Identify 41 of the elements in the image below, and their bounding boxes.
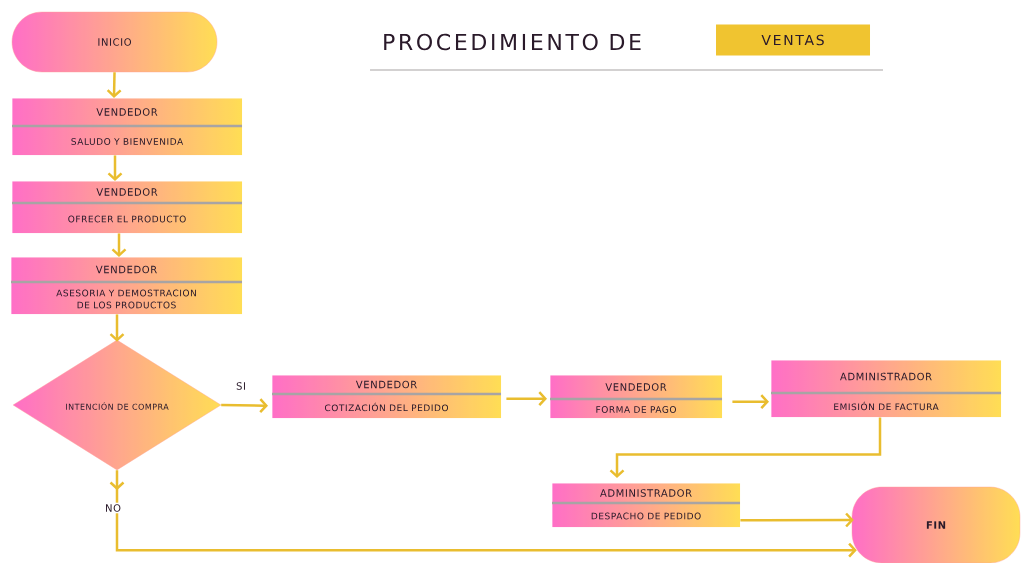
step-text: SALUDO Y BIENVENIDA — [71, 138, 184, 145]
arrow — [106, 72, 122, 98]
arrow — [107, 155, 123, 181]
role-heading: ADMINISTRADOR — [600, 489, 692, 497]
title: PROCEDIMIENTO DE — [384, 33, 641, 51]
process-box — [12, 188, 242, 223]
step-text: FORMA DE PAGO — [596, 406, 676, 413]
decision-label: INTENCIÓN DE COMPRA — [66, 402, 169, 410]
role-heading: VENDEDOR — [96, 188, 158, 196]
role-heading: VENDEDOR — [95, 265, 157, 274]
arrow — [732, 394, 769, 410]
role-heading: VENDEDOR — [605, 383, 667, 391]
role-heading: VENDEDOR — [96, 108, 158, 116]
terminal-label: FIN — [926, 521, 946, 529]
step-text: EMISIÓN DE FACTURA — [834, 401, 939, 411]
process-box — [12, 108, 242, 145]
step-text: COTIZACIÓN DEL PEDIDO — [324, 402, 449, 412]
step-text: DESPACHO DE PEDIDO — [591, 512, 701, 520]
role-heading: VENDEDOR — [355, 380, 417, 389]
arrow — [506, 391, 547, 407]
arrow — [609, 417, 882, 478]
process-box — [11, 265, 242, 309]
arrow — [111, 233, 127, 257]
role-heading: ADMINISTRADOR — [840, 372, 932, 381]
edge-label: SI — [234, 380, 248, 392]
arrow — [221, 398, 268, 413]
arrow — [109, 470, 857, 558]
title-highlight: VENTAS — [716, 24, 870, 56]
terminal-shape — [851, 486, 1021, 563]
step-text: ASESORIA Y DEMOSTRACION DE LOS PRODUCTOS — [56, 289, 196, 309]
arrow — [740, 512, 854, 528]
terminal-shape — [11, 11, 218, 73]
edge-label: NO — [103, 502, 123, 514]
process-box — [552, 489, 740, 520]
process-box — [272, 380, 501, 412]
arrow — [109, 314, 125, 342]
decision-diamond — [12, 339, 222, 471]
terminal-label: INICIO — [98, 38, 131, 46]
process-box — [550, 383, 722, 413]
process-box — [771, 372, 1001, 411]
step-text: OFRECER EL PRODUCTO — [68, 215, 186, 223]
